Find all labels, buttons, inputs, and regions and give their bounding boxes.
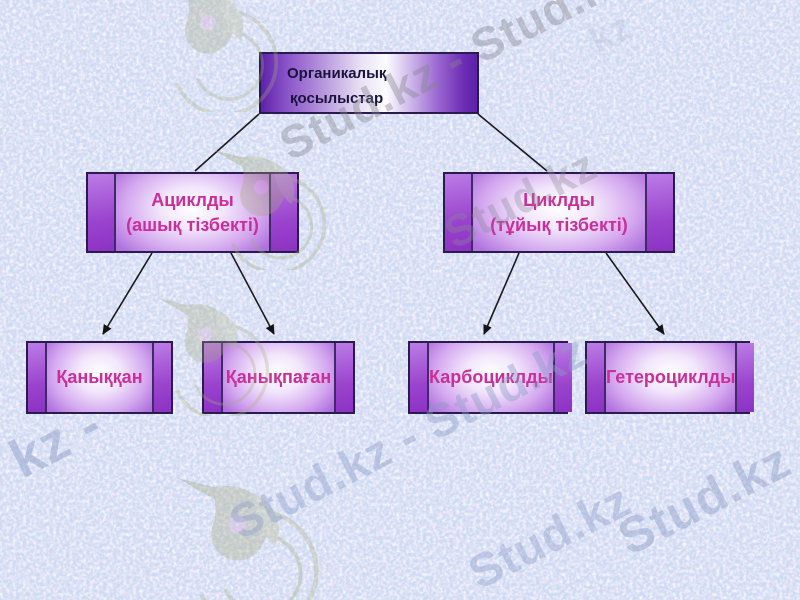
panel-side-strip [445,174,473,251]
panel-side-strip [334,343,353,412]
node-heterocyclic: Гетероциклды [585,341,755,414]
node-acyclic-label: Ациклды (ашық тізбекті) [116,174,269,251]
node-subtitle: (ашық тізбекті) [126,214,259,235]
node-unsaturated: Қанықпаған [202,341,355,414]
panel-side-strip [645,174,673,251]
node-saturated-label: Қаныққан [47,343,152,412]
node-title: Ациклды [151,189,234,210]
node-subtitle: (тұйық тізбекті) [490,214,628,235]
root-label-line2: қосылыстар [290,90,384,107]
node-carbocyclic-label: Карбоциклды [429,343,553,412]
node-title: Циклды [523,189,595,210]
node-cyclic-label: Циклды (тұйық тізбекті) [473,174,645,251]
panel-side-strip [410,343,429,412]
panel-side-strip [204,343,223,412]
root-label-line1: Органикалық [287,65,387,82]
node-acyclic: Ациклды (ашық тізбекті) [86,172,299,253]
node-carbocyclic: Карбоциклды [408,341,572,414]
panel-side-strip [152,343,171,412]
node-heterocyclic-label: Гетероциклды [606,343,736,412]
panel-side-strip [735,343,755,412]
panel-side-strip [587,343,606,412]
node-unsaturated-label: Қанықпаған [223,343,334,412]
panel-side-strip [552,343,572,412]
panel-side-strip [269,174,297,251]
node-saturated: Қаныққан [26,341,173,414]
node-organic-compounds: Органикалық қосылыстар [259,52,479,114]
panel-side-strip [28,343,47,412]
node-cyclic: Циклды (тұйық тізбекті) [443,172,675,253]
panel-side-strip [88,174,116,251]
